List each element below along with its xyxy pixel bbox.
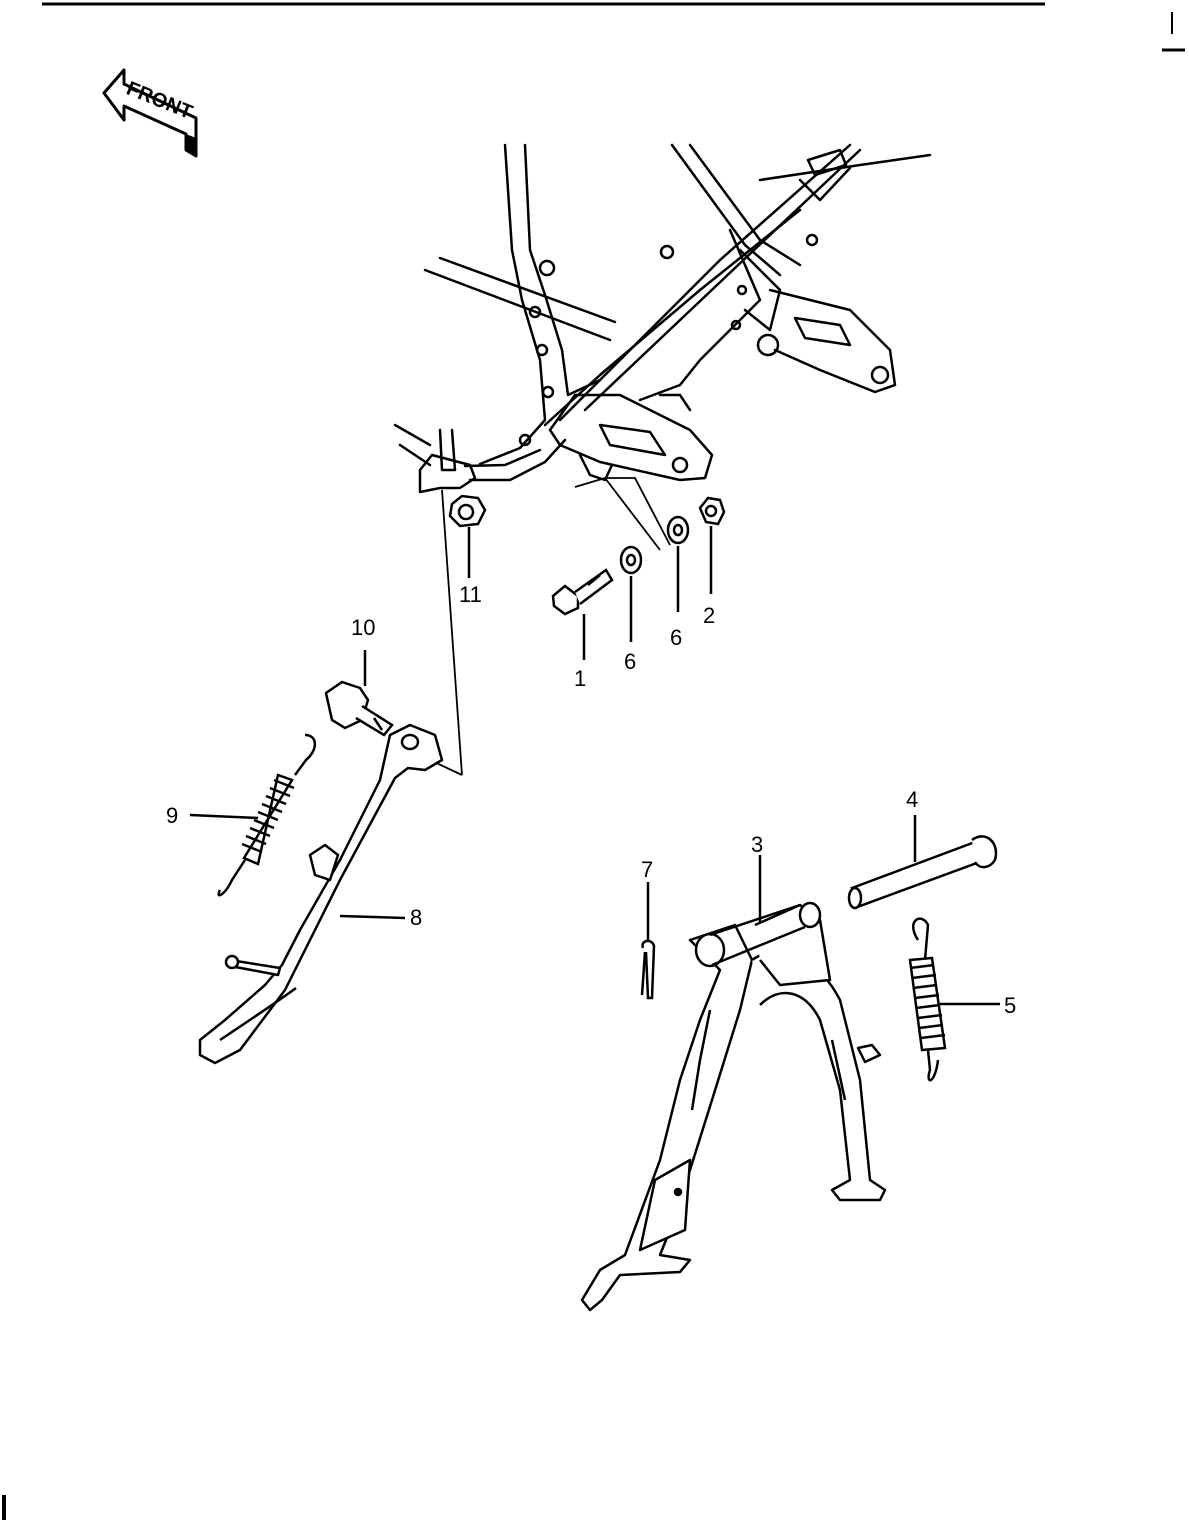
center-stand-3	[580, 855, 887, 1312]
callout-6b: 6	[670, 625, 683, 650]
spring-5	[908, 917, 1000, 1082]
washer-6a	[619, 545, 643, 642]
callout-10: 10	[351, 615, 376, 640]
callout-8: 8	[410, 905, 423, 930]
washer-6b	[666, 515, 690, 612]
pivot-shaft-4	[847, 815, 998, 910]
callout-6a: 6	[624, 649, 637, 674]
callout-2: 2	[703, 603, 716, 628]
bolt-1	[551, 568, 614, 660]
nut-11	[448, 494, 487, 578]
bolt-10	[324, 650, 394, 737]
spring-9	[189, 733, 317, 897]
nut-2	[698, 496, 726, 594]
callout-1: 1	[574, 666, 587, 691]
cotter-pin-7	[640, 882, 656, 1000]
callout-4: 4	[906, 787, 919, 812]
callout-11: 11	[459, 582, 482, 607]
callout-3: 3	[751, 832, 764, 857]
callout-9: 9	[166, 803, 179, 828]
callout-7: 7	[641, 857, 654, 882]
side-stand-8	[198, 723, 444, 1065]
front-arrow-icon: FRONT	[102, 68, 198, 158]
callout-5: 5	[1004, 993, 1017, 1018]
frame-assembly	[393, 143, 932, 494]
